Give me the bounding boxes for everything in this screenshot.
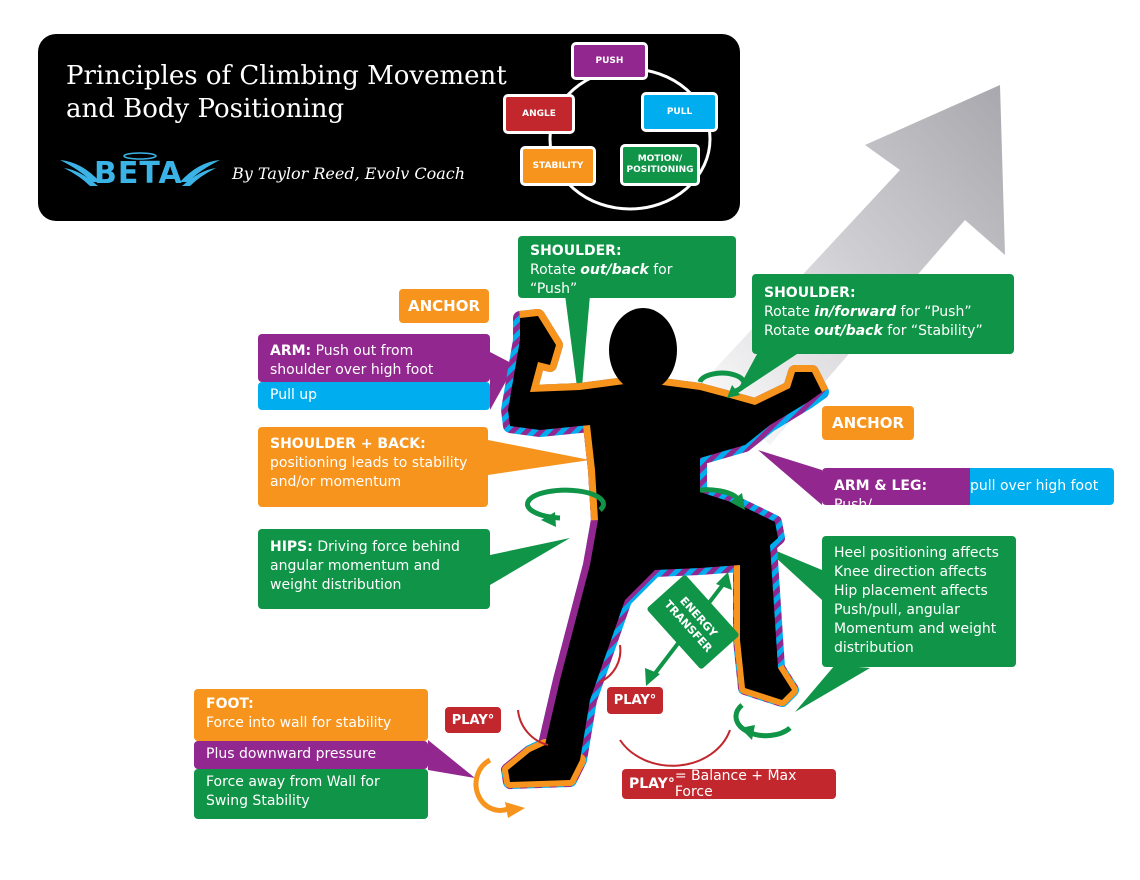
callout-shoulder-right: SHOULDER: Rotate in/forward for “Push” R…: [752, 274, 1014, 354]
callout-line: Knee direction affects: [834, 564, 987, 580]
anchor-label-left: ANCHOR: [399, 289, 489, 323]
callout-shoulder-top: SHOULDER: Rotate out/back for “Push”: [518, 236, 736, 298]
pointer-foot: [428, 740, 475, 778]
cycle-push: PUSH: [571, 42, 648, 80]
pointer-heel-foot: [795, 665, 870, 712]
anchor-label-right: ANCHOR: [822, 406, 914, 440]
callout-heading: SHOULDER:: [530, 243, 622, 259]
beta-logo-wings-icon: [60, 152, 220, 186]
rotation-arrows: [525, 370, 792, 740]
callout-line: distribution: [834, 640, 914, 656]
callout-arm-pull: Pull up: [258, 382, 490, 410]
callout-line: Rotate out/back for “Push”: [530, 262, 673, 297]
callout-line: Rotate out/back for “Stability”: [764, 323, 983, 339]
cycle-stability: STABILITY: [520, 146, 596, 186]
callout-heading: SHOULDER + BACK:: [270, 436, 426, 452]
pointer-hips: [490, 538, 570, 585]
cycle-angle: ANGLE: [503, 94, 575, 134]
header-panel: Principles of Climbing Movement and Body…: [38, 34, 740, 221]
callout-heel: Heel positioning affects Knee direction …: [822, 536, 1016, 667]
callout-arm-leg-pull: pull over high foot: [970, 468, 1114, 505]
page-title: Principles of Climbing Movement and Body…: [66, 61, 507, 124]
callout-foot: FOOT: Force into wall for stability: [194, 689, 428, 741]
callout-text: positioning leads to stability and/or mo…: [270, 455, 468, 490]
callout-line: Rotate in/forward for “Push”: [764, 304, 972, 320]
logo-text: BETA: [94, 156, 183, 191]
callout-foot-swing: Force away from Wall for Swing Stability: [194, 769, 428, 819]
callout-shoulder-back: SHOULDER + BACK: positioning leads to st…: [258, 427, 488, 507]
pointer-shoulder-top: [565, 295, 590, 410]
callout-line: Force into wall for stability: [206, 715, 392, 731]
cycle-pull: PULL: [641, 92, 718, 132]
callout-line: Heel positioning affects: [834, 545, 999, 561]
climber-figure: [508, 308, 822, 782]
pointer-arm-leg: [758, 450, 822, 505]
play-label-mid: PLAY°: [607, 687, 663, 714]
callout-hips: HIPS: Driving force behind angular momen…: [258, 529, 490, 609]
callout-line: Momentum and weight: [834, 621, 997, 637]
foot-rotation-arrow: [473, 757, 525, 818]
callout-arm-leg: ARM & LEG: Push/: [822, 468, 970, 513]
play-legend: PLAY° = Balance + Max Force: [622, 768, 836, 800]
callout-heading: FOOT:: [206, 696, 254, 712]
callout-line: Hip placement affects: [834, 583, 988, 599]
callout-heading: SHOULDER:: [764, 285, 856, 301]
play-label-left: PLAY°: [445, 707, 501, 733]
callout-arm: ARM: Push out from shoulder over high fo…: [258, 334, 490, 382]
callout-foot-pressure: Plus downward pressure: [194, 741, 428, 769]
byline: By Taylor Reed, Evolv Coach: [232, 164, 466, 183]
pointer-shoulder-back: [488, 440, 590, 475]
callout-line: Push/pull, angular: [834, 602, 960, 618]
direction-arrow: [700, 85, 1005, 445]
cycle-motion: MOTION/ POSITIONING: [620, 144, 700, 186]
play-arcs: [517, 644, 731, 767]
